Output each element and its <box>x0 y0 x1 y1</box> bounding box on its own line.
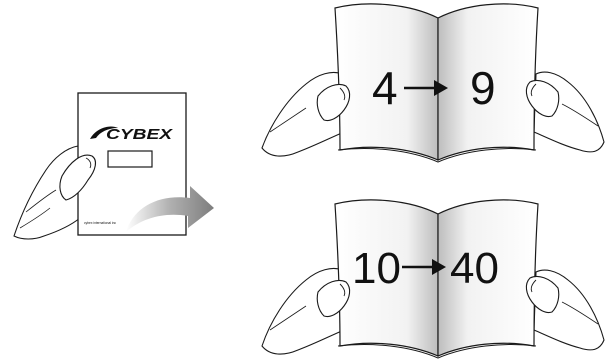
spread-2-right-page <box>437 199 539 357</box>
spread-1-left-page <box>334 3 439 161</box>
brand-logo-text: CYBEX <box>106 126 173 143</box>
spread-2-start-page: 10 <box>352 244 401 293</box>
spread-1-start-page: 4 <box>372 62 398 114</box>
spread-1-right-thumb <box>525 79 560 118</box>
closed-manual-group: CYBEX cybex international inc <box>13 92 214 240</box>
spread-2-arrow-icon <box>402 259 446 275</box>
left-thumb <box>59 154 97 201</box>
brand-logo-icon <box>90 126 118 139</box>
spread-2-right-thumb <box>525 275 560 314</box>
spread-1-right-page <box>437 3 539 161</box>
spread-2-end-page: 40 <box>450 244 499 293</box>
page-turn-arrow-icon <box>126 186 214 232</box>
spread-1-left-thumb <box>316 83 351 122</box>
cover-label-box <box>107 150 153 168</box>
spread-1-end-page: 9 <box>470 62 496 114</box>
open-manual-spread-2: 10 40 <box>261 199 605 359</box>
spread-2-left-page <box>334 199 439 357</box>
open-manual-spread-1: 4 9 <box>261 3 605 163</box>
cover-fineprint: cybex international inc <box>84 221 116 225</box>
spread-2-left-thumb <box>316 279 351 318</box>
spread-1-arrow-icon <box>404 80 448 96</box>
